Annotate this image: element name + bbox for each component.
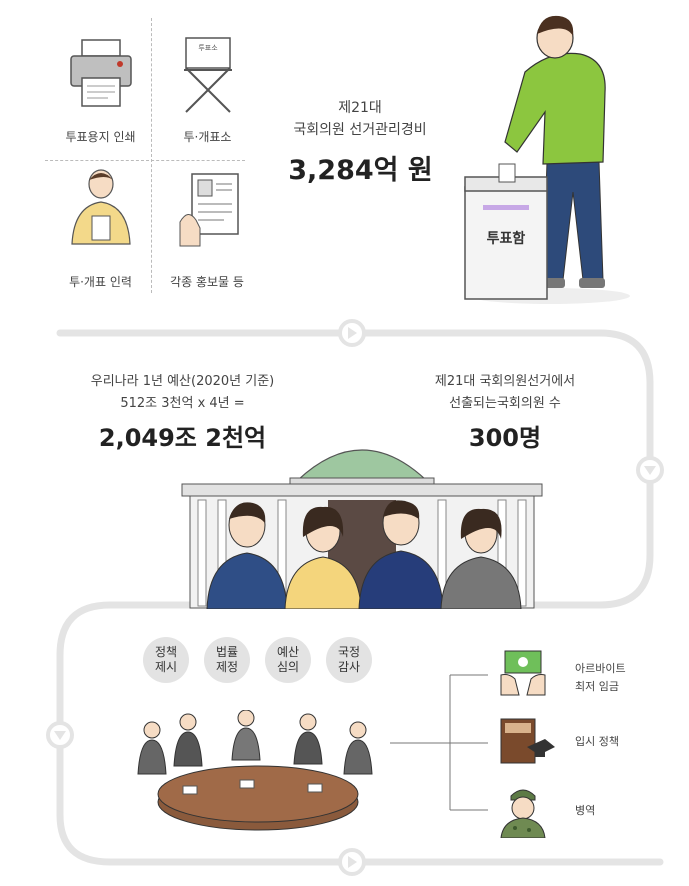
meeting-table-illustration (128, 710, 390, 845)
voter-illustration (455, 12, 635, 307)
booth-sign: 투표소 (198, 44, 218, 52)
worker-icon (66, 166, 136, 246)
item-label-booth: 투·개표소 (183, 130, 232, 144)
flow-arrow-top (338, 319, 366, 347)
ballot-box-label: 투표함 (486, 231, 526, 247)
military-service-icon (497, 782, 549, 838)
role-audit: 국정 감사 (326, 637, 372, 683)
budget-total: 2,049조 2천억 (98, 424, 267, 452)
grid-divider-vertical (151, 18, 152, 293)
seats-line1: 제21대 국회의원선거에서 (434, 374, 576, 389)
budget-line1: 우리나라 1년 예산(2020년 기준) (90, 374, 275, 389)
item-label-promo: 각종 홍보물 등 (170, 275, 244, 289)
minimum-wage-icon (497, 645, 549, 697)
item-label-staff: 투·개표 인력 (69, 275, 132, 289)
item-label-printing: 투표용지 인쇄 (65, 130, 136, 144)
promo-material-icon (178, 172, 244, 248)
impact-label-wage: 아르바이트 최저 임금 (575, 662, 626, 693)
lawmakers-illustration (205, 497, 523, 609)
role-budget-review: 예산 심의 (265, 637, 311, 683)
budget-line2: 512조 3천억 x 4년 = (120, 396, 245, 411)
role-policy-proposal: 정책 제시 (143, 637, 189, 683)
printer-icon (68, 38, 134, 108)
flow-arrow-left (46, 721, 74, 749)
top-heading-line2: 국회의원 선거관리경비 (293, 122, 427, 138)
impact-label-education: 입시 정책 (575, 735, 619, 748)
role-legislation: 법률 제정 (204, 637, 250, 683)
seats-line2: 선출되는국회의원 수 (449, 396, 561, 411)
flow-arrow-right (636, 456, 664, 484)
top-heading-line1: 제21대 (338, 100, 382, 116)
education-policy-icon (497, 715, 555, 767)
flow-arrow-bottom (338, 848, 366, 876)
election-cost-amount: 3,284억 원 (288, 155, 433, 186)
grid-divider-horizontal (45, 160, 245, 161)
impact-label-military: 병역 (575, 804, 596, 817)
impact-connector (390, 674, 488, 811)
voting-booth-icon (180, 36, 236, 114)
seats-count: 300명 (468, 424, 542, 452)
